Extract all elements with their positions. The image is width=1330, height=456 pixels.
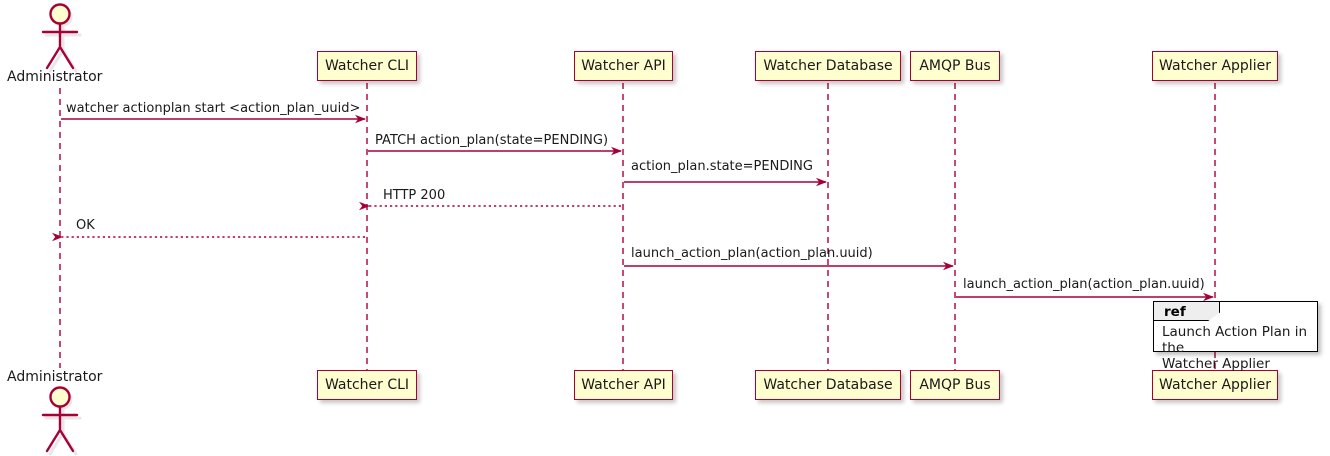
- participant-label-watcher-database-bottom: Watcher Database: [763, 377, 893, 393]
- participant-box-amqp-bus-bottom[interactable]: AMQP Bus: [910, 370, 1000, 400]
- participant-label-watcher-api-top: Watcher API: [581, 58, 666, 74]
- participant-label-amqp-bus-top: AMQP Bus: [919, 58, 991, 74]
- participant-box-watcher-cli-bottom[interactable]: Watcher CLI: [317, 370, 417, 400]
- actor-figure-top: [41, 3, 82, 73]
- participant-box-watcher-database-bottom[interactable]: Watcher Database: [755, 370, 901, 400]
- message-label-2: action_plan.state=PENDING: [631, 159, 813, 174]
- message-label-5: launch_action_plan(action_plan.uuid): [631, 246, 873, 261]
- actor-label-administrator-top: Administrator: [7, 69, 103, 85]
- message-label-3: HTTP 200: [383, 188, 446, 203]
- participant-label-watcher-api-bottom: Watcher API: [581, 377, 666, 393]
- participant-box-watcher-database-top[interactable]: Watcher Database: [755, 51, 901, 81]
- participant-label-watcher-applier-bottom: Watcher Applier: [1159, 377, 1271, 393]
- participant-box-watcher-cli-top[interactable]: Watcher CLI: [317, 51, 417, 81]
- message-label-1: PATCH action_plan(state=PENDING): [375, 133, 609, 148]
- participant-label-amqp-bus-bottom: AMQP Bus: [919, 377, 991, 393]
- lifelines: [59, 83, 1216, 370]
- ref-fragment-body: Launch Action Plan in the Watcher Applie…: [1162, 324, 1308, 372]
- participant-box-watcher-api-bottom[interactable]: Watcher API: [574, 370, 673, 400]
- actor-figure-bottom: [41, 386, 82, 456]
- ref-fragment-tab-label: ref: [1164, 304, 1186, 320]
- message-label-0: watcher actionplan start <action_plan_uu…: [66, 101, 361, 116]
- participant-label-watcher-database-top: Watcher Database: [763, 58, 893, 74]
- participant-label-watcher-applier-top: Watcher Applier: [1159, 58, 1271, 74]
- message-label-4: OK: [76, 218, 95, 233]
- ref-fragment-box[interactable]: ref Launch Action Plan in the Watcher Ap…: [1153, 301, 1318, 372]
- actor-label-administrator-bottom: Administrator: [7, 369, 103, 385]
- participant-label-watcher-cli-top: Watcher CLI: [324, 58, 410, 74]
- participant-box-watcher-applier-bottom[interactable]: Watcher Applier: [1152, 370, 1278, 400]
- ref-fragment-tab: [1154, 302, 1220, 321]
- message-arrows: [52, 114, 1214, 302]
- participant-box-amqp-bus-top[interactable]: AMQP Bus: [910, 51, 1000, 81]
- participant-box-watcher-api-top[interactable]: Watcher API: [574, 51, 673, 81]
- participant-box-watcher-applier-top[interactable]: Watcher Applier: [1152, 51, 1278, 81]
- message-label-6: launch_action_plan(action_plan.uuid): [963, 277, 1205, 292]
- participant-label-watcher-cli-bottom: Watcher CLI: [324, 377, 410, 393]
